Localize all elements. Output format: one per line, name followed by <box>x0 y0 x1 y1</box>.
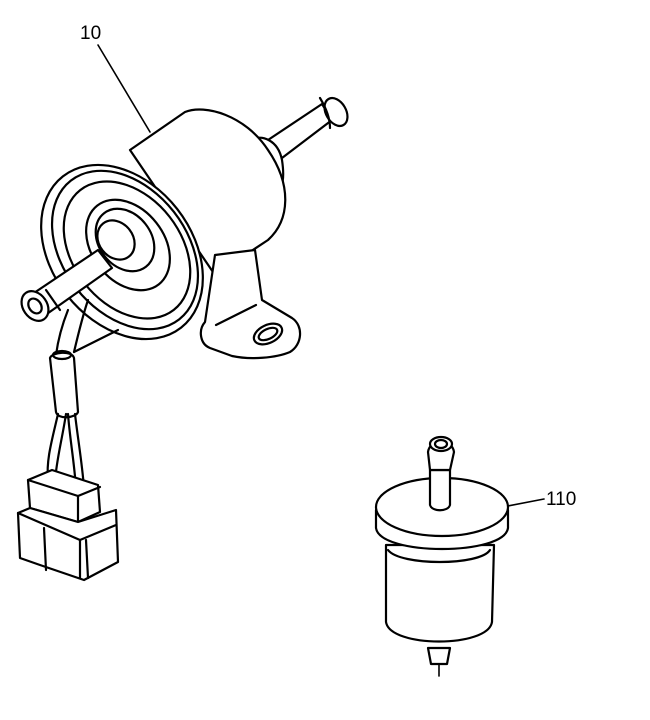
fuel-pump-drawing <box>16 44 349 582</box>
callout-10-leader <box>97 44 151 133</box>
callout-110-leader <box>507 498 545 507</box>
fuel-filter-drawing <box>374 435 545 677</box>
callout-label-filter: 110 <box>546 489 577 510</box>
callout-label-pump: 10 <box>80 23 102 44</box>
